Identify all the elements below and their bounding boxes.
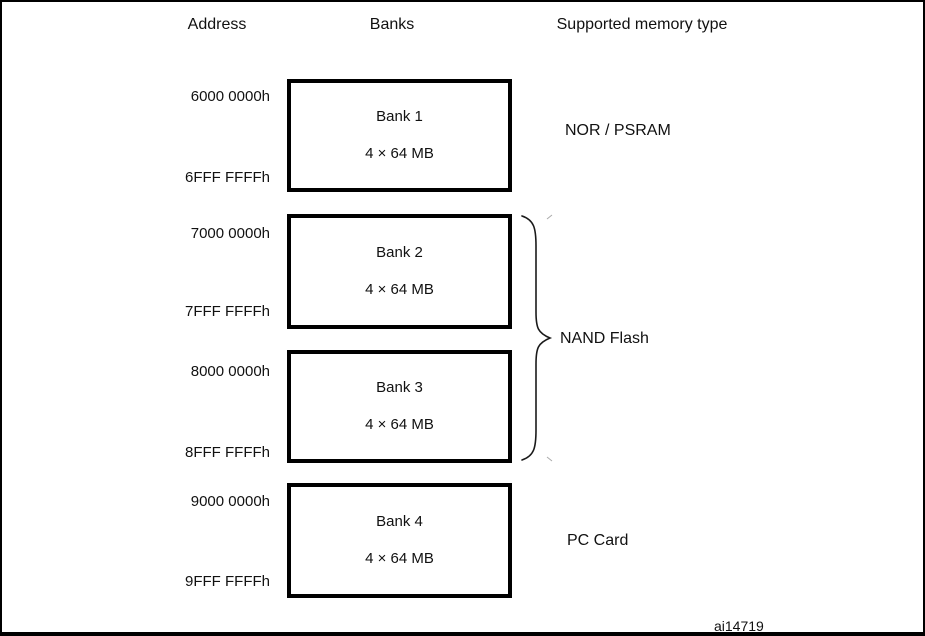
- bank2-size: 4 × 64 MB: [365, 281, 434, 298]
- address-start-bank2: 7000 0000h: [190, 225, 270, 242]
- bank3-name: Bank 3: [376, 379, 423, 396]
- bank3-box: Bank 3 4 × 64 MB: [287, 350, 512, 463]
- column-header-banks: Banks: [369, 16, 415, 33]
- address-end-bank2: 7FFF FFFFh: [185, 303, 270, 320]
- memory-type-nor-psram: NOR / PSRAM: [565, 122, 671, 139]
- column-header-memory-type: Supported memory type: [556, 16, 728, 33]
- address-start-bank1: 6000 0000h: [190, 88, 270, 105]
- address-start-bank4: 9000 0000h: [190, 493, 270, 510]
- column-header-address: Address: [187, 16, 247, 33]
- address-end-bank4: 9FFF FFFFh: [185, 573, 270, 590]
- bank1-name: Bank 1: [376, 108, 423, 125]
- bank4-name: Bank 4: [376, 513, 423, 530]
- memory-type-pc-card: PC Card: [567, 532, 629, 549]
- bank4-box: Bank 4 4 × 64 MB: [287, 483, 512, 598]
- bank1-size: 4 × 64 MB: [365, 145, 434, 162]
- bank4-size: 4 × 64 MB: [365, 550, 434, 567]
- bank1-box: Bank 1 4 × 64 MB: [287, 79, 512, 192]
- address-end-bank1: 6FFF FFFFh: [185, 169, 270, 186]
- bank2-name: Bank 2: [376, 244, 423, 261]
- nand-group-brace-icon: [521, 214, 553, 462]
- address-end-bank3: 8FFF FFFFh: [185, 444, 270, 461]
- bank2-box: Bank 2 4 × 64 MB: [287, 214, 512, 329]
- address-start-bank3: 8000 0000h: [190, 363, 270, 380]
- memory-type-nand-flash: NAND Flash: [560, 330, 649, 347]
- bank3-size: 4 × 64 MB: [365, 416, 434, 433]
- figure-id-tag: ai14719: [714, 618, 764, 634]
